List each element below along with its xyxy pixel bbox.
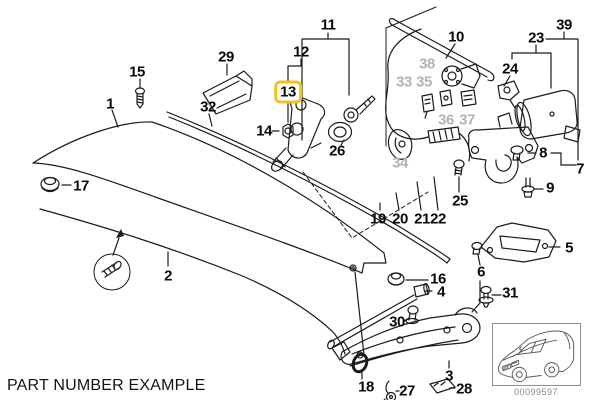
clip-27-drawing [383, 380, 397, 400]
key-drawing [343, 95, 376, 123]
trim-strip-drawing [166, 111, 451, 264]
strut-bar-4-drawing [327, 282, 430, 350]
part-label-35[interactable]: 35 [416, 73, 432, 91]
part-label-29[interactable]: 29 [218, 48, 234, 66]
part-label-25[interactable]: 25 [452, 192, 468, 210]
inset-image-number: 00099597 [513, 387, 559, 397]
assembly-guide-dashed-lines [302, 171, 429, 239]
trunk-lid-outer-panel-drawing [32, 121, 387, 274]
vehicle-inset-box [492, 323, 581, 386]
screw-15-drawing [134, 87, 146, 109]
part-label-34[interactable]: 34 [392, 154, 408, 172]
part-label-39[interactable]: 39 [556, 16, 572, 34]
hinge-3-drawing [331, 307, 481, 367]
trunk-latch-7-drawing [467, 112, 539, 184]
switch-clips-drawing [421, 89, 477, 119]
o-ring-18-drawing [351, 352, 369, 374]
actuator-motor-drawing [514, 89, 581, 143]
striker-plate-5-drawing [480, 222, 557, 263]
part-label-13[interactable]: 13 [274, 80, 302, 104]
part-label-27[interactable]: 27 [399, 382, 415, 400]
detail-circle-part2-drawing [93, 253, 131, 291]
part-label-28[interactable]: 28 [456, 380, 472, 398]
grommet-17-drawing [40, 176, 60, 193]
part-label-14[interactable]: 14 [256, 122, 272, 140]
part-label-26[interactable]: 26 [329, 142, 345, 160]
part-label-19[interactable]: 19 [370, 210, 386, 228]
part-label-11[interactable]: 11 [320, 16, 336, 34]
part-label-22[interactable]: 22 [430, 210, 446, 228]
part-label-12[interactable]: 12 [293, 43, 309, 61]
part-label-15[interactable]: 15 [129, 63, 145, 81]
part-label-16[interactable]: 16 [430, 270, 446, 288]
cap-28-drawing [429, 378, 456, 394]
part-label-7[interactable]: 7 [576, 160, 584, 178]
bolt-30-drawing [405, 305, 419, 325]
part-label-37[interactable]: 37 [459, 111, 475, 129]
bolt-9-drawing [521, 177, 535, 198]
part-label-8[interactable]: 8 [539, 144, 547, 162]
part-label-30[interactable]: 30 [389, 313, 405, 331]
part-label-38[interactable]: 38 [419, 55, 435, 73]
wedge-34-drawing [387, 129, 413, 160]
license-plate-light-29-drawing [202, 70, 253, 115]
part-label-33[interactable]: 33 [396, 73, 412, 91]
grommet-16-drawing [387, 272, 405, 286]
part-label-10[interactable]: 10 [448, 28, 464, 46]
part-label-20[interactable]: 20 [392, 210, 408, 228]
part-label-6[interactable]: 6 [477, 263, 485, 281]
gasket-26-drawing [327, 121, 353, 143]
bolt-31-drawing [478, 285, 494, 308]
part-label-24[interactable]: 24 [502, 60, 518, 78]
part-label-2[interactable]: 2 [164, 267, 172, 285]
part-label-21[interactable]: 21 [414, 210, 430, 228]
part-label-17[interactable]: 17 [73, 177, 89, 195]
part-label-23[interactable]: 23 [528, 29, 544, 47]
connector-24-drawing [497, 80, 520, 109]
vehicle-thumbnail-drawing [497, 330, 575, 383]
trunk-lid-inner-panel-drawing [39, 208, 346, 355]
part-label-3[interactable]: 3 [445, 367, 453, 385]
bolt-8-drawing [510, 145, 524, 161]
actuating-rod-10-drawing [388, 17, 495, 82]
part-label-1[interactable]: 1 [106, 95, 114, 113]
part-label-31[interactable]: 31 [502, 284, 518, 302]
part-label-36[interactable]: 36 [438, 111, 454, 129]
screw-25-drawing [453, 159, 465, 176]
part-label-32[interactable]: 32 [200, 98, 216, 116]
part-label-5[interactable]: 5 [565, 239, 573, 257]
diagram-caption: PART NUMBER EXAMPLE [7, 377, 206, 394]
lock-plate-38-drawing [441, 63, 481, 89]
part-label-18[interactable]: 18 [358, 378, 374, 396]
part-label-9[interactable]: 9 [546, 179, 554, 197]
part-label-4[interactable]: 4 [437, 283, 445, 301]
